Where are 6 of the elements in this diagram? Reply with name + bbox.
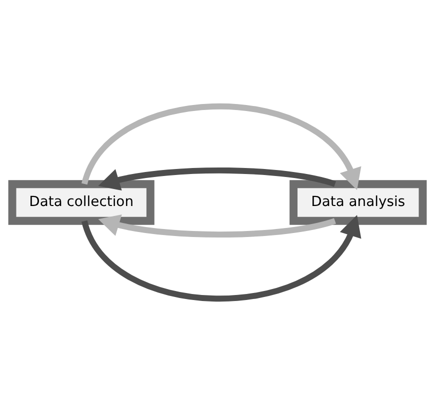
arrow [98,214,336,238]
arrow [82,104,362,190]
node-box: Data collection [8,180,154,225]
arrow [82,214,362,302]
node-box: Data analysis [290,180,427,225]
arrow [98,168,336,191]
